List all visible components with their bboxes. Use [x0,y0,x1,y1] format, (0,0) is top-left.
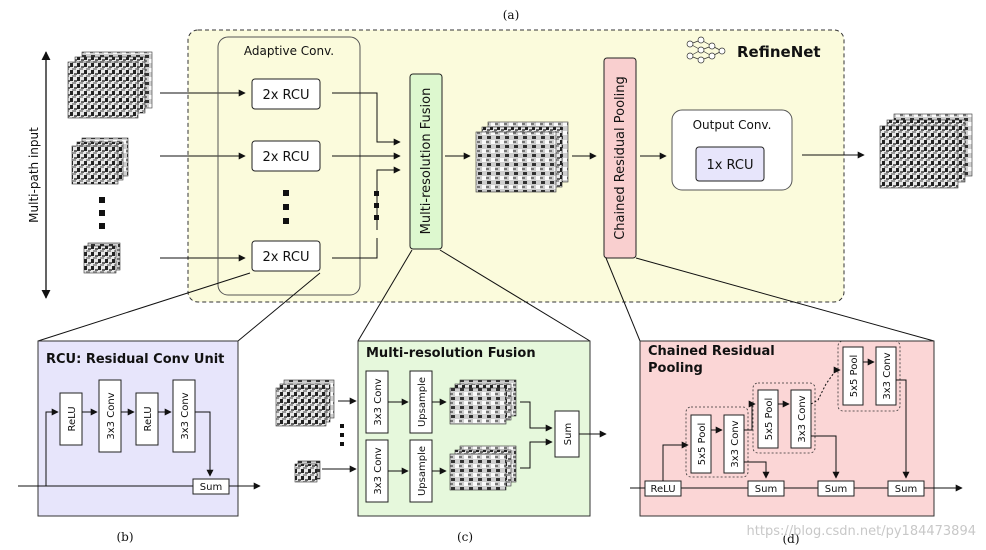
svg-text:Sum: Sum [895,484,917,495]
svg-text:3x3 Conv: 3x3 Conv [373,378,384,425]
rcu-panel-title: RCU: Residual Conv Unit [46,352,224,367]
crp-pool-2: 5x5 Pool [757,389,779,449]
caption-b: (b) [116,530,133,544]
mrf-conv-1: 3x3 Conv [365,370,389,434]
adaptive-conv-group [217,36,361,296]
rcu-2x-block-1: 2x RCU [251,78,321,110]
mrf-feature-stack-1 [449,379,517,425]
rcu-2x-label-2: 2x RCU [262,150,309,165]
svg-text:Upsample: Upsample [417,377,428,427]
rcu-relu-2: ReLU [135,392,159,446]
caption-a: (a) [503,8,520,22]
svg-text:3x3 Conv: 3x3 Conv [180,392,191,439]
crp-panel-title-1: Chained Residual [648,344,775,359]
svg-text:Sum: Sum [563,423,574,445]
svg-text:Sum: Sum [755,484,777,495]
mrf-panel-title: Multi-resolution Fusion [366,346,536,361]
network-icon [686,36,726,64]
rcu-1x-block: 1x RCU [695,146,765,182]
svg-text:5x5 Pool: 5x5 Pool [764,398,775,441]
input-image-large [67,51,153,119]
mrf-feature-stack-2 [449,445,517,491]
rcu-2x-label-1: 2x RCU [262,88,309,103]
watermark: https://blog.csdn.net/py184473894 [747,524,976,539]
mrf-input-small [294,460,321,483]
mrf-upsample-2: Upsample [409,439,433,503]
adaptive-conv-label: Adaptive Conv. [244,44,334,58]
rcu-conv-1: 3x3 Conv [98,379,122,453]
svg-text:ReLU: ReLU [143,406,154,431]
crp-conv-3: 3x3 Conv [875,346,897,406]
refinenet-title: RefineNet [737,43,821,61]
input-image-small [83,242,121,274]
rcu-relu-1: ReLU [59,392,83,446]
rcu-sum: Sum [192,478,230,495]
rcu-1x-label: 1x RCU [706,158,753,173]
svg-text:3x3 Conv: 3x3 Conv [882,352,893,399]
vertical-ellipsis-mrf [340,424,344,446]
multi-path-input-label: Multi-path input [27,127,41,223]
crp-stage-3 [837,340,901,412]
rcu-2x-label-3: 2x RCU [262,250,309,265]
svg-text:3x3 Conv: 3x3 Conv [730,420,741,467]
caption-c: (c) [457,530,473,544]
svg-text:Sum: Sum [825,484,847,495]
crp-stage-1 [685,406,749,478]
mrf-block: Multi-resolution Fusion [409,73,443,250]
fused-feature-stack [475,121,569,193]
svg-text:ReLU: ReLU [650,484,675,495]
svg-text:Sum: Sum [200,482,222,493]
crp-sum-2: Sum [817,480,855,497]
rcu-conv-2: 3x3 Conv [172,379,196,453]
rcu-2x-block-3: 2x RCU [251,240,321,272]
input-image-medium [71,137,129,185]
crp-sum-1: Sum [747,480,785,497]
svg-text:3x3 Conv: 3x3 Conv [797,395,808,442]
output-conv-label: Output Conv. [693,118,772,132]
crp-stage-2 [752,382,816,454]
crp-label: Chained Residual Pooling [613,76,628,240]
vertical-ellipsis-adaptive [283,190,289,224]
svg-text:5x5 Pool: 5x5 Pool [849,355,860,398]
vertical-ellipsis [99,197,105,229]
crp-pool-1: 5x5 Pool [690,414,712,474]
svg-text:5x5 Pool: 5x5 Pool [697,423,708,466]
mrf-input-large [275,379,335,427]
mrf-conv-2: 3x3 Conv [365,439,389,503]
svg-text:3x3 Conv: 3x3 Conv [106,392,117,439]
caption-d: (d) [782,532,799,546]
svg-text:Upsample: Upsample [417,446,428,496]
mrf-sum: Sum [554,410,580,458]
crp-pool-3: 5x5 Pool [842,346,864,406]
output-image-stack [879,113,973,189]
crp-conv-2: 3x3 Conv [790,389,812,449]
svg-text:ReLU: ReLU [67,406,78,431]
crp-block: Chained Residual Pooling [603,57,637,259]
svg-text:3x3 Conv: 3x3 Conv [373,447,384,494]
crp-conv-1: 3x3 Conv [723,414,745,474]
crp-panel-title-2: Pooling [648,361,703,376]
rcu-2x-block-2: 2x RCU [251,140,321,172]
mrf-label: Multi-resolution Fusion [419,88,434,235]
crp-sum-3: Sum [887,480,925,497]
mrf-upsample-1: Upsample [409,370,433,434]
crp-relu: ReLU [644,480,682,497]
